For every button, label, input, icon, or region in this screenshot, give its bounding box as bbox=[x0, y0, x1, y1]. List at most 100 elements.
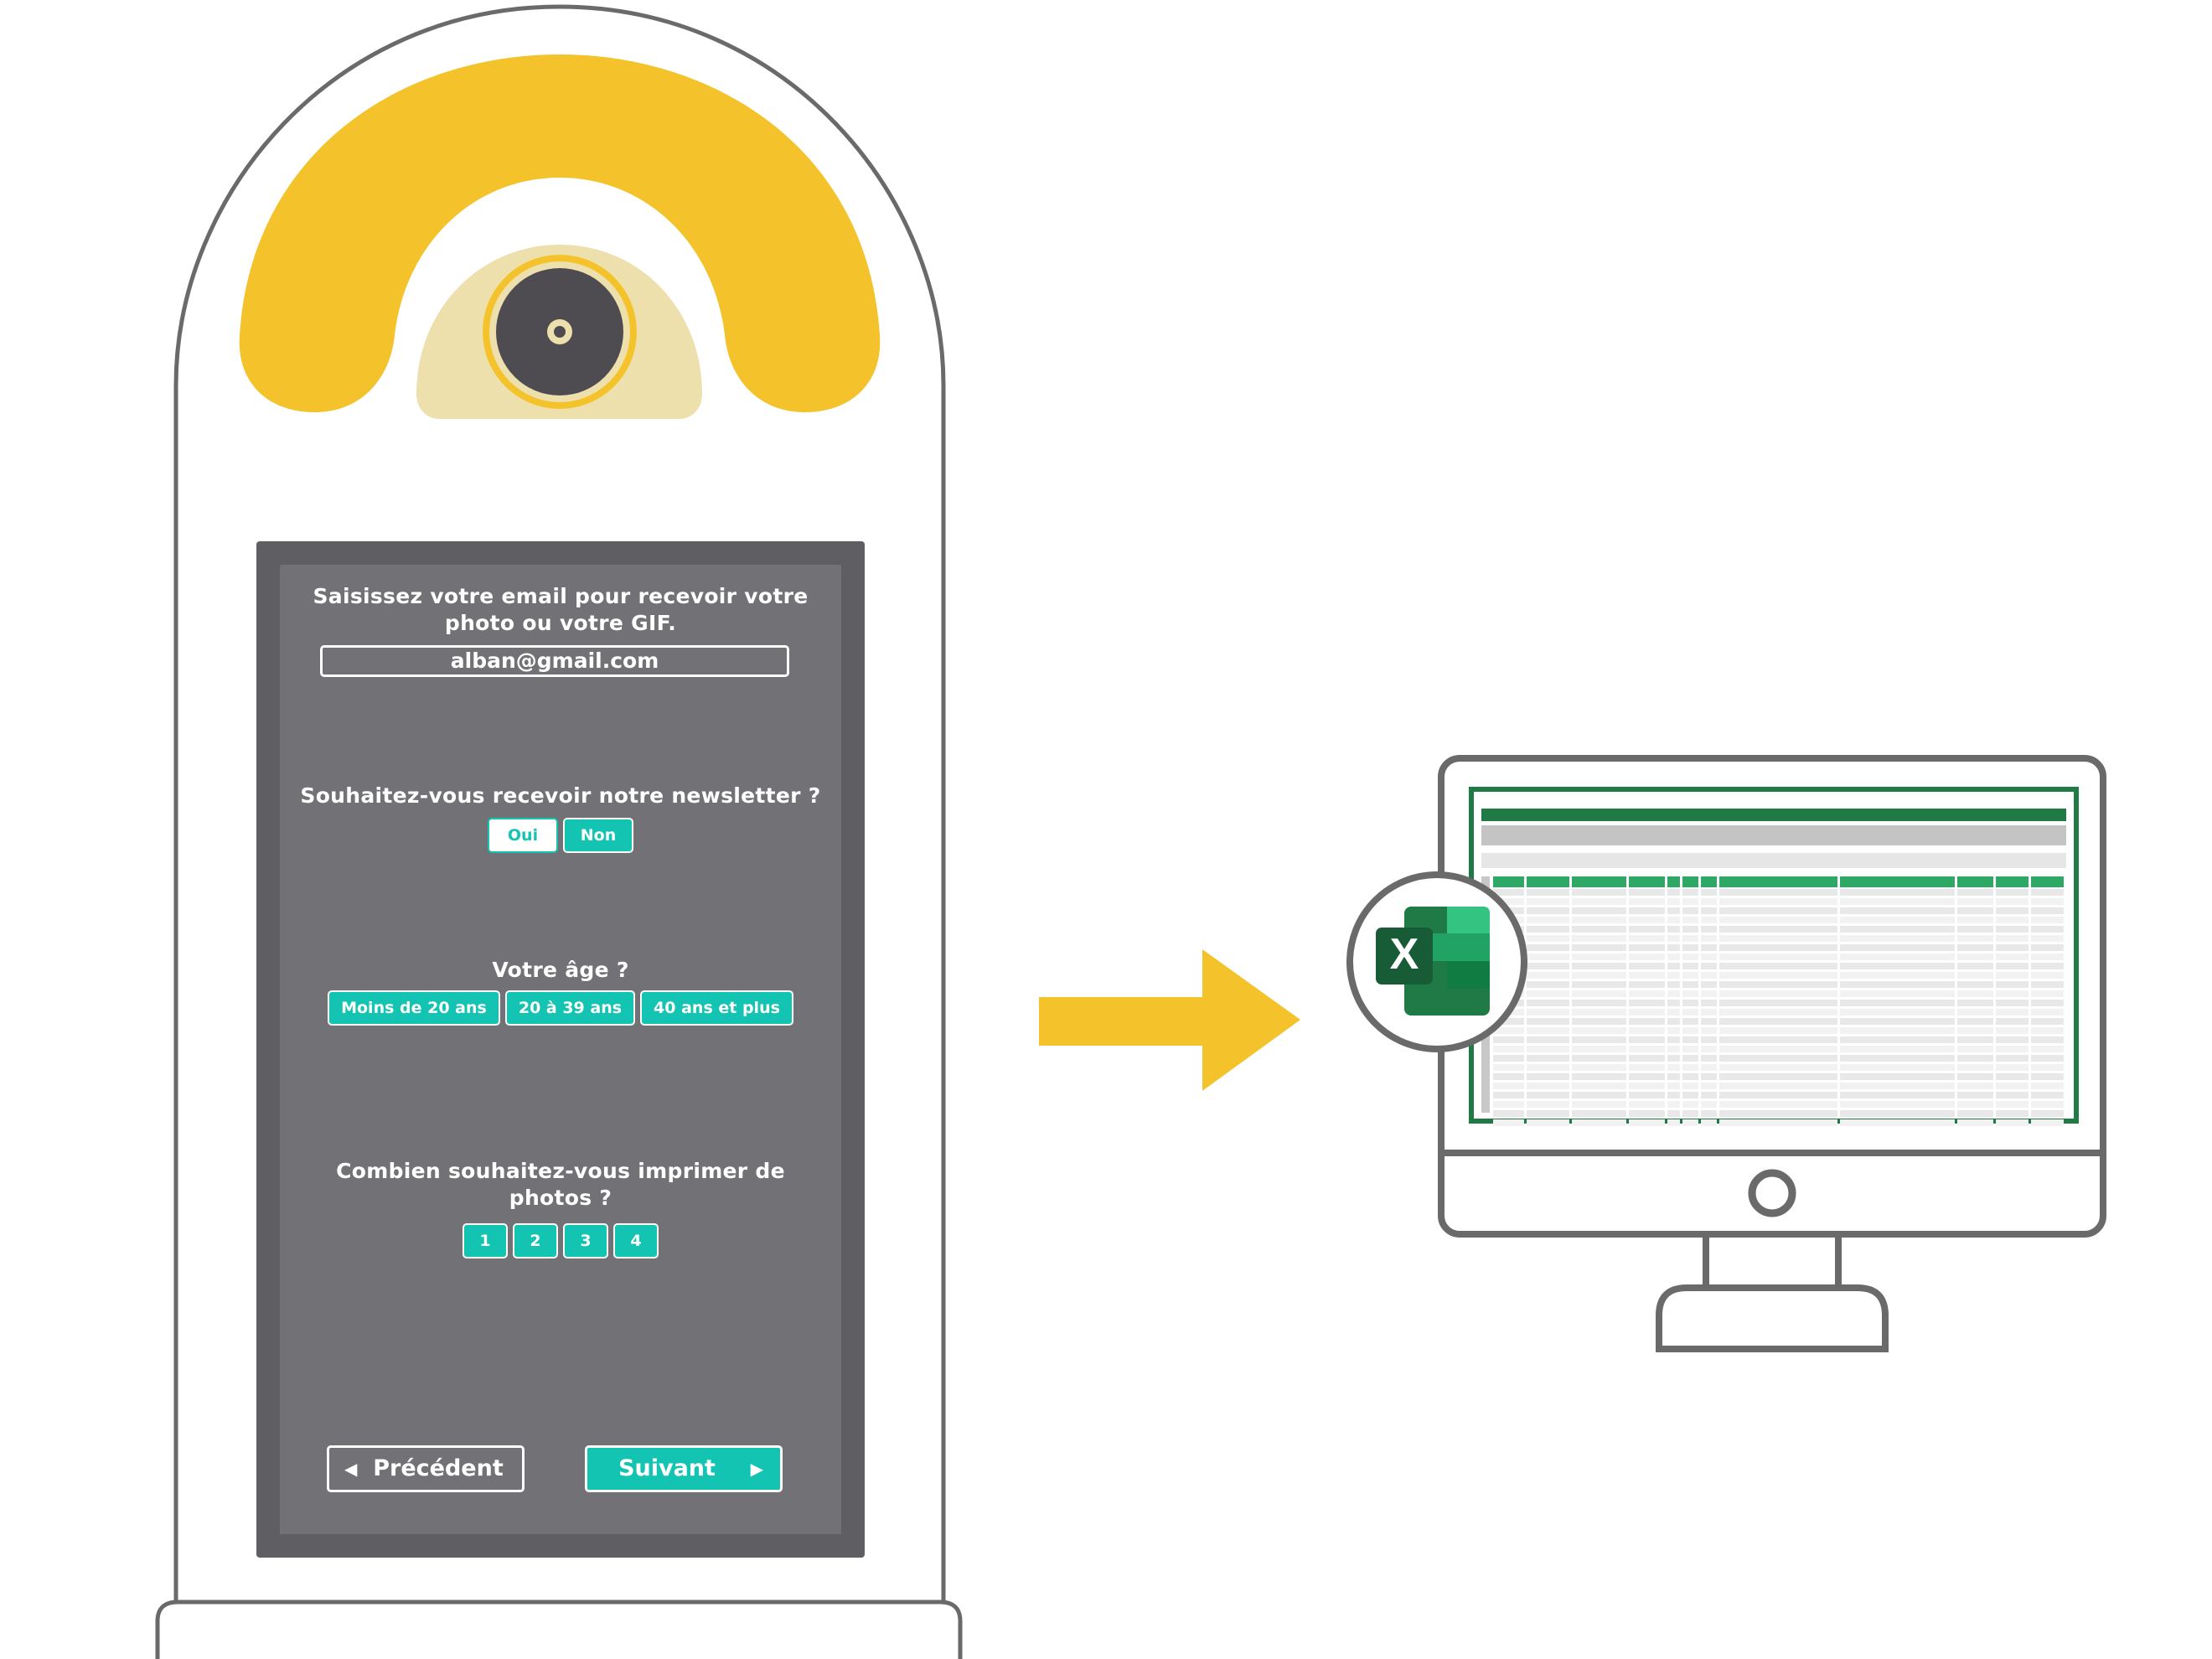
spreadsheet-cell bbox=[1701, 889, 1717, 896]
spreadsheet-cell bbox=[1667, 972, 1680, 979]
spreadsheet-header-cell bbox=[1957, 876, 1993, 887]
spreadsheet-cell bbox=[1996, 917, 2029, 923]
spreadsheet-cell bbox=[1572, 935, 1626, 942]
spreadsheet-cell bbox=[1572, 944, 1626, 951]
spreadsheet-cell bbox=[1493, 1046, 1524, 1052]
spreadsheet-cell bbox=[1493, 1119, 1524, 1126]
spreadsheet-cell bbox=[1996, 1036, 2029, 1043]
spreadsheet-cells bbox=[1493, 889, 2064, 1126]
newsletter-yes-button[interactable]: Oui bbox=[488, 818, 558, 853]
spreadsheet-cell bbox=[1719, 1064, 1837, 1071]
spreadsheet-header-cell bbox=[2031, 876, 2064, 887]
spreadsheet-cell bbox=[1682, 907, 1698, 914]
spreadsheet-cell bbox=[2031, 898, 2064, 905]
spreadsheet-cell bbox=[1957, 907, 1993, 914]
spreadsheet-cell bbox=[2031, 1000, 2064, 1006]
email-input[interactable]: alban@gmail.com bbox=[320, 645, 789, 677]
spreadsheet-cell bbox=[2031, 972, 2064, 979]
spreadsheet-cell bbox=[1996, 1064, 2029, 1071]
spreadsheet-cell bbox=[2031, 1046, 2064, 1052]
spreadsheet-cell bbox=[2031, 1064, 2064, 1071]
spreadsheet-cell bbox=[1701, 1064, 1717, 1071]
age-40-plus-button[interactable]: 40 ans et plus bbox=[640, 990, 793, 1026]
spreadsheet-cell bbox=[1996, 926, 2029, 933]
next-button[interactable]: Suivant ▶ bbox=[585, 1445, 783, 1492]
spreadsheet-cell bbox=[1957, 1101, 1993, 1108]
spreadsheet-cell bbox=[1719, 935, 1837, 942]
spreadsheet-cell bbox=[1493, 889, 1524, 896]
spreadsheet-cell bbox=[1719, 1073, 1837, 1080]
spreadsheet-cell bbox=[2031, 1009, 2064, 1016]
kiosk-base-outline bbox=[155, 1600, 963, 1659]
age-under-20-button[interactable]: Moins de 20 ans bbox=[328, 990, 500, 1026]
spreadsheet-cell bbox=[1840, 990, 1955, 997]
spreadsheet-cell bbox=[1682, 926, 1698, 933]
spreadsheet-cell bbox=[1957, 990, 1993, 997]
spreadsheet-cell bbox=[1629, 1119, 1665, 1126]
spreadsheet-cell bbox=[1667, 1101, 1680, 1108]
spreadsheet-cell bbox=[1527, 1119, 1569, 1126]
spreadsheet-cell bbox=[1996, 1009, 2029, 1016]
spreadsheet-cell bbox=[1840, 1046, 1955, 1052]
spreadsheet-cell bbox=[1667, 1055, 1680, 1062]
spreadsheet-cell bbox=[1527, 1036, 1569, 1043]
spreadsheet-cell bbox=[2031, 917, 2064, 923]
spreadsheet-header-row bbox=[1493, 876, 2064, 887]
spreadsheet-cell bbox=[1996, 1119, 2029, 1126]
spreadsheet-cell bbox=[1957, 1027, 1993, 1034]
spreadsheet-cell bbox=[1572, 1064, 1626, 1071]
spreadsheet-cell bbox=[1527, 981, 1569, 988]
spreadsheet-cell bbox=[1719, 972, 1837, 979]
age-20-39-button[interactable]: 20 à 39 ans bbox=[504, 990, 636, 1026]
previous-button[interactable]: ◀ Précédent bbox=[327, 1445, 525, 1492]
spreadsheet-cell bbox=[1840, 1101, 1955, 1108]
spreadsheet-cell bbox=[1527, 1055, 1569, 1062]
newsletter-no-button[interactable]: Non bbox=[563, 818, 633, 853]
spreadsheet-cell bbox=[1667, 1018, 1680, 1025]
newsletter-question: Souhaitez-vous recevoir notre newsletter… bbox=[300, 783, 821, 808]
spreadsheet-cell bbox=[1840, 1018, 1955, 1025]
spreadsheet-cell bbox=[1667, 1064, 1680, 1071]
spreadsheet-cell bbox=[1996, 954, 2029, 960]
spreadsheet-cell bbox=[1957, 1036, 1993, 1043]
spreadsheet-cell bbox=[1957, 981, 1993, 988]
spreadsheet-cell bbox=[1701, 1101, 1717, 1108]
print-1-button[interactable]: 1 bbox=[463, 1223, 508, 1258]
spreadsheet-cell bbox=[1957, 963, 1993, 969]
spreadsheet-cell bbox=[1527, 1073, 1569, 1080]
spreadsheet-cell bbox=[1996, 1046, 2029, 1052]
spreadsheet-cell bbox=[1527, 917, 1569, 923]
newsletter-options: Oui Non bbox=[280, 818, 841, 853]
spreadsheet-cell bbox=[1996, 1027, 2029, 1034]
spreadsheet-cell bbox=[1572, 1036, 1626, 1043]
spreadsheet-cell bbox=[1493, 1092, 1524, 1098]
spreadsheet-cell bbox=[1667, 954, 1680, 960]
spreadsheet-cell bbox=[1840, 963, 1955, 969]
spreadsheet-cell bbox=[1527, 926, 1569, 933]
spreadsheet-cell bbox=[1629, 963, 1665, 969]
spreadsheet-cell bbox=[1840, 954, 1955, 960]
spreadsheet-cell bbox=[1701, 917, 1717, 923]
spreadsheet-cell bbox=[1840, 1119, 1955, 1126]
spreadsheet-cell bbox=[1996, 981, 2029, 988]
spreadsheet-cell bbox=[1667, 944, 1680, 951]
spreadsheet-cell bbox=[1701, 1055, 1717, 1062]
spreadsheet-cell bbox=[1957, 1119, 1993, 1126]
spreadsheet-cell bbox=[1957, 1000, 1993, 1006]
spreadsheet-cell bbox=[1629, 1055, 1665, 1062]
spreadsheet-cell bbox=[1840, 935, 1955, 942]
print-2-button[interactable]: 2 bbox=[513, 1223, 558, 1258]
spreadsheet-cell bbox=[1840, 1110, 1955, 1117]
spreadsheet-cell bbox=[1527, 963, 1569, 969]
spreadsheet-cell bbox=[1682, 1083, 1698, 1089]
print-4-button[interactable]: 4 bbox=[613, 1223, 659, 1258]
spreadsheet-cell bbox=[1957, 1092, 1993, 1098]
spreadsheet-header-cell bbox=[1629, 876, 1665, 887]
spreadsheet-cell bbox=[1996, 889, 2029, 896]
spreadsheet-cell bbox=[1572, 1110, 1626, 1117]
spreadsheet-cell bbox=[1527, 1101, 1569, 1108]
spreadsheet-cell bbox=[1527, 898, 1569, 905]
spreadsheet-cell bbox=[1957, 972, 1993, 979]
print-3-button[interactable]: 3 bbox=[563, 1223, 608, 1258]
spreadsheet-cell bbox=[1682, 972, 1698, 979]
